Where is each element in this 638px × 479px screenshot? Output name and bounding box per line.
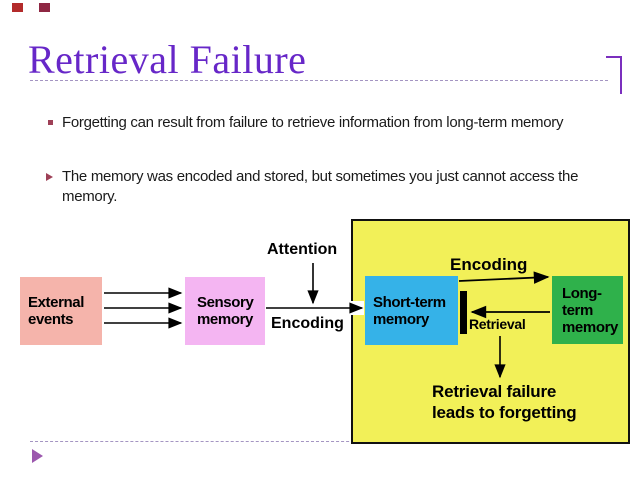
title-underline: [30, 80, 608, 81]
corner-bracket-icon: [620, 56, 622, 94]
encoding-label: Encoding: [271, 315, 344, 332]
footer-triangle-icon: [32, 449, 43, 463]
retrieval-failure-caption: Retrieval failure leads to forgetting: [432, 381, 577, 423]
retrieval-block-bar: [460, 291, 467, 334]
retrieval-label: Retrieval: [469, 316, 526, 332]
box-label: memory: [197, 311, 253, 328]
box-label: Short-term: [373, 293, 446, 311]
caption-line: leads to forgetting: [432, 403, 577, 422]
box-label: memory: [562, 318, 618, 336]
footer-dotted-line: [30, 441, 610, 442]
slide-title: Retrieval Failure: [28, 37, 307, 82]
decorative-square-icon: [12, 3, 23, 12]
external-events-box: External events: [20, 277, 102, 345]
square-bullet-icon: [48, 120, 53, 125]
box-label: Sensory: [197, 294, 254, 311]
bullet-text: The memory was encoded and stored, but s…: [62, 168, 579, 185]
box-label: events: [28, 311, 74, 328]
bullet-text: memory.: [62, 188, 118, 205]
decorative-square-icon: [39, 3, 50, 12]
bullet-text: Forgetting can result from failure to re…: [62, 114, 564, 131]
caption-line: Retrieval failure: [432, 382, 557, 401]
triangle-bullet-icon: [46, 173, 53, 181]
box-label: External: [28, 294, 84, 311]
long-term-memory-box: Long-term memory: [552, 276, 623, 344]
short-term-memory-box: Short-term memory: [365, 276, 458, 345]
attention-label: Attention: [267, 241, 338, 258]
box-label: memory: [373, 310, 429, 328]
box-label: Long-term: [562, 284, 602, 319]
sensory-memory-box: Sensory memory: [185, 277, 265, 345]
encoding-label: Encoding: [450, 255, 528, 274]
corner-bracket-icon: [606, 56, 622, 58]
